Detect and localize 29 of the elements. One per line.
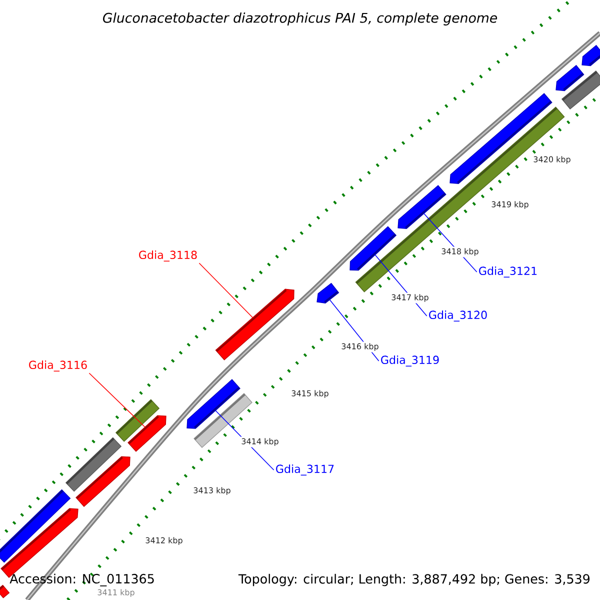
gene-feature [76, 456, 130, 507]
gene-label: Gdia_3121 [479, 266, 537, 278]
leader-line [88, 372, 146, 428]
leader-line [198, 262, 254, 318]
gene-feature [0, 489, 71, 563]
gene-label: Gdia_3119 [381, 356, 439, 367]
gene-feature [316, 282, 340, 304]
tick-label: 3420 kbp [532, 154, 572, 166]
gene-label: Gdia_3118 [139, 250, 197, 262]
tick-label: 3414 kbp [240, 436, 280, 448]
tick-label: 3418 kbp [440, 246, 480, 258]
gene-feature [128, 415, 166, 452]
tick-label: 3411 kbp [96, 588, 136, 598]
gene-label: Gdia_3116 [29, 360, 87, 372]
tick-label: 3417 kbp [390, 292, 430, 304]
tick-label: 3413 kbp [192, 486, 232, 496]
gene-feature [0, 584, 10, 598]
gene-feature [398, 185, 446, 229]
genome-info-text: Topology: circular; Length: 3,887,492 bp; Genes: 3,539 [238, 574, 590, 586]
tick-label: 3416 kbp [340, 342, 380, 352]
tick-label: 3412 kbp [144, 536, 184, 546]
tick-label: 3415 kbp [290, 388, 330, 400]
accession-text: Accession: NC_011365 [10, 574, 154, 586]
tick-label: 3419 kbp [490, 200, 530, 210]
gene-feature [215, 288, 294, 360]
gene-label: Gdia_3120 [429, 310, 487, 322]
gene-feature [450, 93, 552, 184]
gene-label: Gdia_3117 [276, 464, 334, 476]
title: Gluconacetobacter diazotrophicus PAI 5, complete genome [103, 12, 498, 26]
